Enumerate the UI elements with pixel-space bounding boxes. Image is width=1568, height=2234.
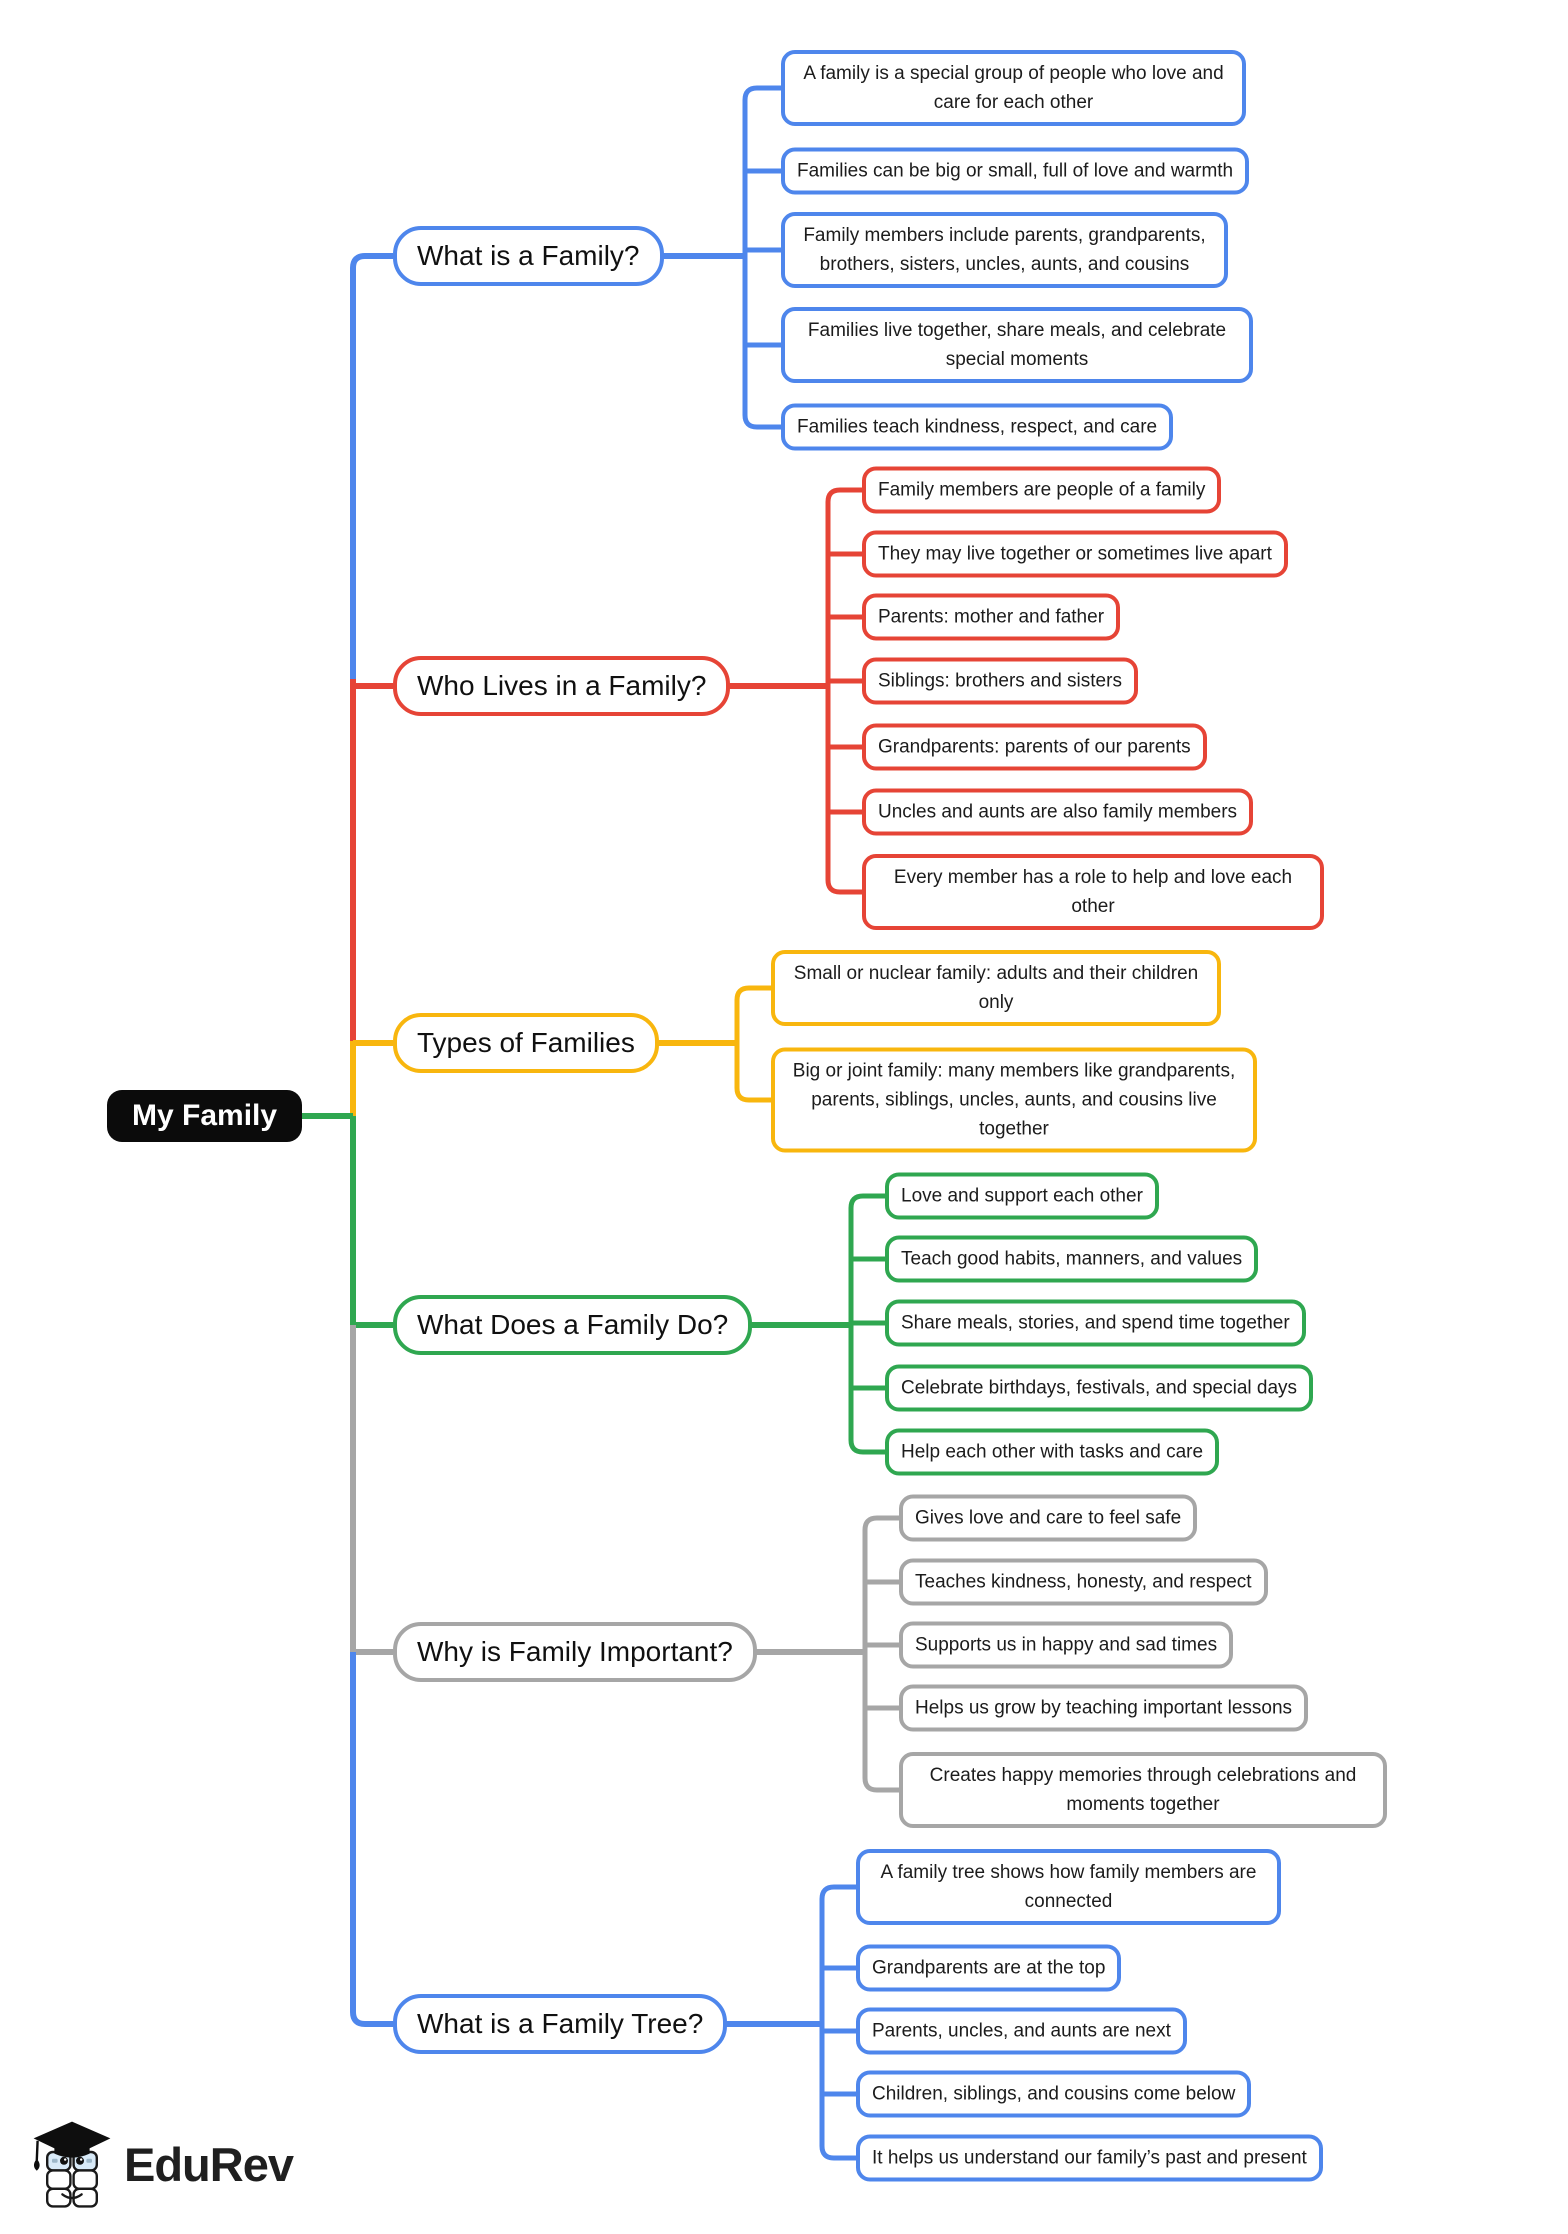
child-node: Family members are people of a family xyxy=(862,466,1222,514)
child-node: Children, siblings, and cousins come bel… xyxy=(856,2070,1252,2118)
child-node: Supports us in happy and sad times xyxy=(899,1621,1234,1669)
child-node: Love and support each other xyxy=(885,1172,1159,1220)
branch-node-who-lives-in-a-family: Who Lives in a Family? xyxy=(393,656,731,716)
child-node: Grandparents are at the top xyxy=(856,1944,1122,1992)
child-node: It helps us understand our family’s past… xyxy=(856,2134,1323,2182)
child-node: Uncles and aunts are also family members xyxy=(862,788,1254,836)
child-node: Families can be big or small, full of lo… xyxy=(781,147,1250,195)
edurev-logo-text: EduRev xyxy=(124,2137,294,2191)
child-node: Share meals, stories, and spend time tog… xyxy=(885,1299,1306,1347)
child-node: Celebrate birthdays, festivals, and spec… xyxy=(885,1364,1314,1412)
branch-node-what-is-a-family: What is a Family? xyxy=(393,226,664,286)
child-node: A family tree shows how family members a… xyxy=(856,1849,1281,1925)
child-node: Gives love and care to feel safe xyxy=(899,1494,1198,1542)
branch-node-what-is-a-family-tree: What is a Family Tree? xyxy=(393,1994,728,2054)
child-node: They may live together or sometimes live… xyxy=(862,530,1288,578)
connector-path xyxy=(350,1652,393,2027)
child-node: Siblings: brothers and sisters xyxy=(862,657,1138,705)
branch-node-types-of-families: Types of Families xyxy=(393,1013,659,1073)
connector-path xyxy=(734,985,775,1103)
child-node: Teach good habits, manners, and values xyxy=(885,1235,1259,1283)
child-node: Small or nuclear family: adults and thei… xyxy=(771,950,1221,1026)
child-node: Family members include parents, grandpar… xyxy=(781,212,1228,288)
child-node: Every member has a role to help and love… xyxy=(862,854,1324,930)
child-node: Teaches kindness, honesty, and respect xyxy=(899,1558,1268,1606)
branch-node-why-is-family-important: Why is Family Important? xyxy=(393,1622,757,1682)
connector-path xyxy=(819,1884,860,2161)
child-node: Grandparents: parents of our parents xyxy=(862,723,1207,771)
child-node: Parents, uncles, and aunts are next xyxy=(856,2007,1187,2055)
child-node: Creates happy memories through celebrati… xyxy=(899,1752,1387,1828)
child-node: Big or joint family: many members like g… xyxy=(771,1047,1257,1153)
child-node: Families live together, share meals, and… xyxy=(781,307,1253,383)
root-node-my-family: My Family xyxy=(107,1090,303,1142)
child-node: Helps us grow by teaching important less… xyxy=(899,1684,1309,1732)
child-node: A family is a special group of people wh… xyxy=(781,50,1246,126)
connector-path xyxy=(742,85,785,430)
edurev-mascot-icon xyxy=(33,2121,111,2208)
child-node: Help each other with tasks and care xyxy=(885,1428,1220,1476)
child-node: Parents: mother and father xyxy=(862,593,1121,641)
child-node: Families teach kindness, respect, and ca… xyxy=(781,403,1174,451)
connector-path xyxy=(862,1515,903,1793)
edurev-logo: EduRev xyxy=(32,2116,294,2212)
branch-node-what-does-a-family-do: What Does a Family Do? xyxy=(393,1295,753,1355)
connector-path xyxy=(825,487,866,895)
connector-path xyxy=(350,253,393,681)
